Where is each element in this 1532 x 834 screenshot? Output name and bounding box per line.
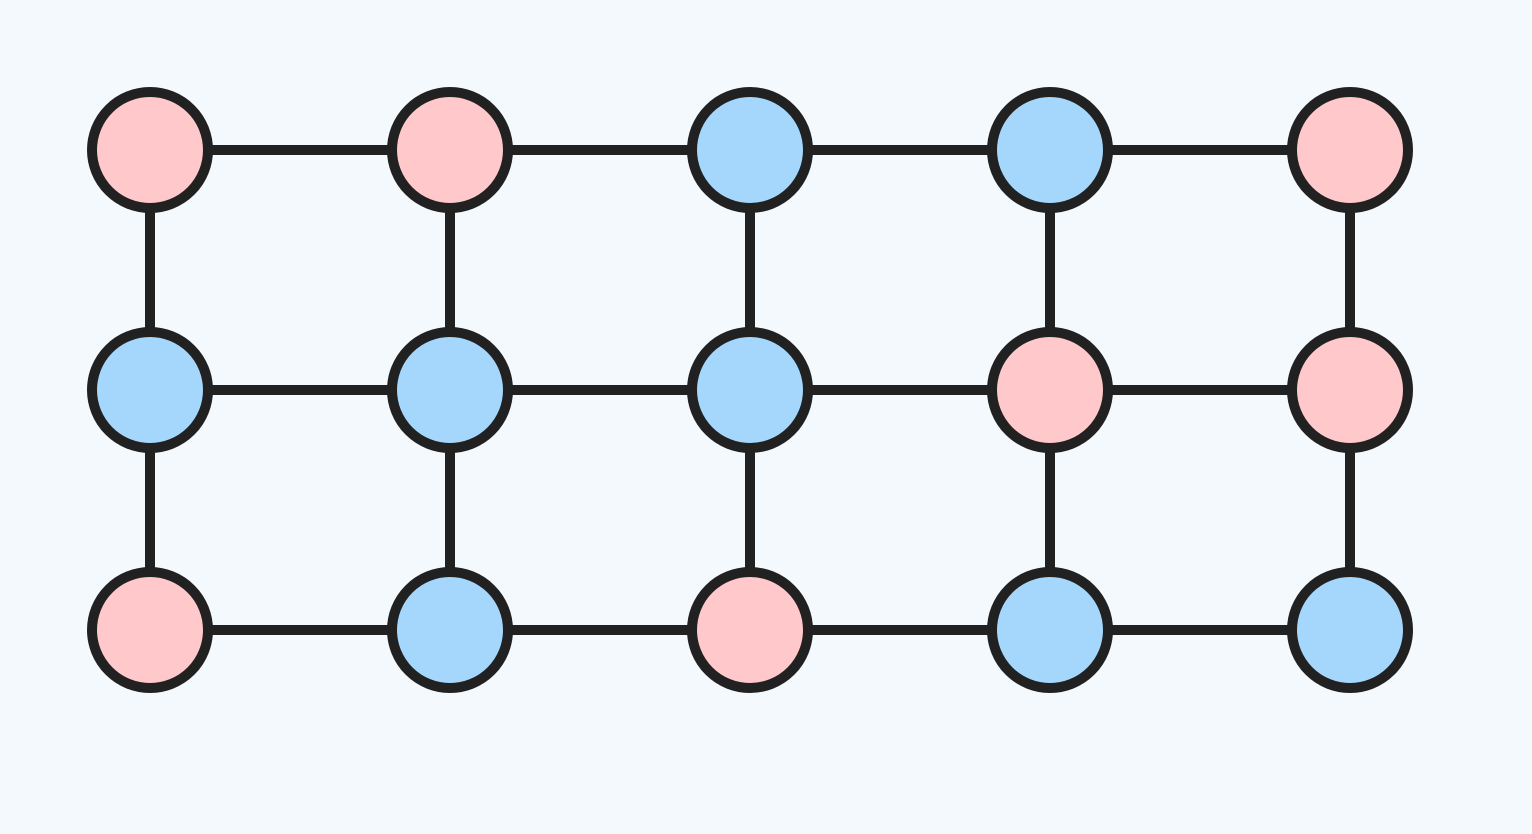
node-r3-c3-pink <box>687 567 813 693</box>
node-r3-c1-pink <box>87 567 213 693</box>
node-r1-c3-blue <box>687 87 813 213</box>
node-r3-c5-blue <box>1287 567 1413 693</box>
node-r2-c1-blue <box>87 327 213 453</box>
node-r1-c4-blue <box>987 87 1113 213</box>
node-r2-c2-blue <box>387 327 513 453</box>
node-r2-c5-pink <box>1287 327 1413 453</box>
node-r1-c1-pink <box>87 87 213 213</box>
node-r3-c2-blue <box>387 567 513 693</box>
node-r1-c2-pink <box>387 87 513 213</box>
node-r2-c4-pink <box>987 327 1113 453</box>
node-r2-c3-blue <box>687 327 813 453</box>
node-r3-c4-blue <box>987 567 1113 693</box>
node-r1-c5-pink <box>1287 87 1413 213</box>
nodes-layer <box>87 87 1413 693</box>
